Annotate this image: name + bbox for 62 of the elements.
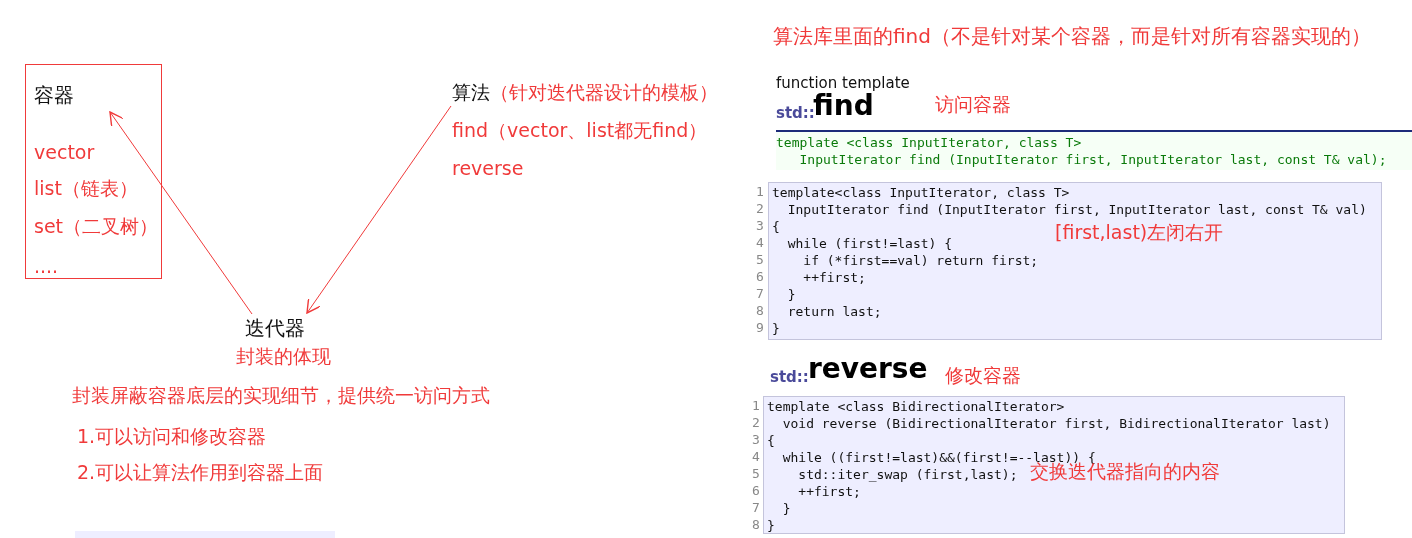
- code-line: template <class BidirectionalIterator>: [767, 398, 1065, 415]
- list-item: vector: [34, 140, 95, 164]
- list-item: reverse: [452, 156, 524, 180]
- arrow: [306, 105, 452, 314]
- heading-text: 迭代器: [245, 316, 305, 340]
- code-line: void reverse (BidirectionalIterator first, BidirectionalIterator last): [781, 415, 1331, 432]
- heading-text: 容器: [34, 83, 74, 107]
- list-item: 2.可以让算法作用到容器上面: [77, 460, 324, 484]
- line-number: 2: [756, 200, 764, 217]
- list-item: find（vector、list都无find）: [452, 118, 708, 142]
- line-number: 5: [752, 465, 760, 482]
- note-text: 访问容器: [935, 92, 1011, 116]
- list-item: ....: [34, 254, 59, 278]
- code-line: }: [781, 500, 791, 517]
- line-number: 4: [756, 234, 764, 251]
- list-item: set（二叉树）: [34, 214, 159, 238]
- line-number: 7: [752, 499, 760, 516]
- function-name: find: [813, 89, 874, 122]
- list-item: list（链表）: [34, 176, 138, 200]
- code-line: InputIterator find (InputIterator first, InputIterator last, const T& val): [786, 201, 1367, 218]
- code-line: template<class InputIterator, class T>: [772, 184, 1070, 201]
- subtitle-text: function template: [776, 74, 910, 92]
- code-line: if (*first==val) return first;: [802, 252, 1039, 269]
- line-number: 6: [756, 268, 764, 285]
- caption-text: 封装的体现: [236, 344, 331, 368]
- heading-text: 算法: [452, 81, 490, 103]
- line-number: 4: [752, 448, 760, 465]
- line-number: 6: [752, 482, 760, 499]
- code-line: template <class InputIterator, class T>: [776, 134, 1082, 151]
- code-line: return last;: [786, 303, 882, 320]
- container-box: [25, 64, 162, 279]
- namespace-text: std::: [770, 368, 809, 386]
- namespace-text: std::: [776, 104, 815, 122]
- line-number: 9: [756, 319, 764, 336]
- code-box: [776, 130, 1412, 170]
- line-number: 8: [756, 302, 764, 319]
- note-text: 封装屏蔽容器底层的实现细节，提供统一访问方式: [72, 383, 490, 407]
- code-line: ++first;: [802, 269, 866, 286]
- code-line: }: [767, 517, 775, 534]
- code-line: }: [772, 320, 780, 337]
- line-number: 1: [752, 397, 760, 414]
- note-text: [first,last)左闭右开: [1055, 220, 1224, 244]
- code-line: }: [786, 286, 796, 303]
- code-line: std::iter_swap (first,last);: [797, 466, 1018, 483]
- note-text: （针对迭代器设计的模板）: [490, 81, 718, 103]
- note-text: 修改容器: [945, 363, 1021, 387]
- function-name: reverse: [808, 352, 928, 385]
- note-text: 算法库里面的find（不是针对某个容器，而是针对所有容器实现的）: [773, 24, 1371, 48]
- line-number: 3: [756, 217, 764, 234]
- list-item: 1.可以访问和修改容器: [77, 424, 267, 448]
- line-number: 5: [756, 251, 764, 268]
- code-line: while (first!=last) {: [786, 235, 952, 252]
- line-number: 8: [752, 516, 760, 533]
- code-line: ++first;: [797, 483, 861, 500]
- code-line: {: [767, 432, 775, 449]
- line-number: 1: [756, 183, 764, 200]
- code-line: {: [772, 218, 780, 235]
- arrow: [109, 111, 253, 315]
- line-number: 2: [752, 414, 760, 431]
- code-line: InputIterator find (InputIterator first, InputIterator last, const T& val);: [798, 151, 1387, 168]
- line-number: 3: [752, 431, 760, 448]
- line-number: 7: [756, 285, 764, 302]
